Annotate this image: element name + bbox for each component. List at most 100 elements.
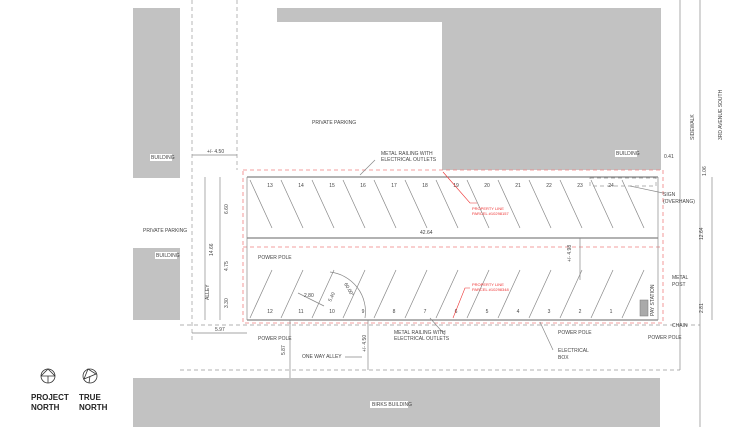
stall-number: 21: [515, 183, 521, 189]
stall-line: [404, 179, 428, 229]
stall-line: [528, 179, 552, 229]
metal-post-label: POST: [672, 282, 686, 288]
property-line: [242, 169, 664, 324]
stall-number: 16: [360, 183, 366, 189]
street-label: 3RD AVENUE SOUTH: [718, 89, 724, 140]
electrical-box-label: ELECTRICAL: [558, 348, 589, 354]
power-pole-label: POWER POLE: [258, 255, 292, 261]
stall-line: [590, 179, 614, 229]
railing-note: ELECTRICAL OUTLETS: [381, 157, 437, 163]
stall-line: [249, 179, 273, 229]
project-north-label: PROJECT: [31, 393, 69, 402]
stall-line: [249, 269, 273, 319]
dimension: 4.75: [224, 261, 230, 271]
building-label: BUILDING: [151, 155, 175, 161]
dimension: 5.40: [327, 291, 337, 303]
stall-number: 17: [391, 183, 397, 189]
pay-station-kiosk: [639, 299, 649, 317]
stall-number: 20: [484, 183, 490, 189]
dimension: 12.64: [699, 227, 705, 240]
dimension: 42.64: [420, 230, 433, 236]
stall-number: 4: [517, 309, 520, 315]
stall-line: [373, 269, 397, 319]
sign-overhang: [589, 177, 657, 187]
dimension: 0.41: [664, 154, 674, 160]
dimension: 1.06: [702, 166, 708, 176]
stall-line: [621, 269, 645, 319]
metal-post-label: METAL: [672, 275, 689, 281]
stall-number: 5: [486, 309, 489, 315]
stall-number: 3: [548, 309, 551, 315]
property-line-label: PARCEL #10298348: [472, 287, 509, 292]
building-left-mid: [133, 248, 180, 320]
birks-building-label: BIRKS BUILDING: [372, 402, 412, 408]
stall-line: [497, 269, 521, 319]
power-pole-label: POWER POLE: [558, 330, 592, 336]
building-right-top: [277, 8, 661, 170]
dimension: 60.00°: [342, 282, 354, 298]
dimension: +/- 4.50: [362, 335, 368, 352]
dimension: +/- 4.98: [567, 245, 573, 262]
stall-line: [280, 179, 304, 229]
stall-number: 15: [329, 183, 335, 189]
stall-line: [466, 269, 490, 319]
stall-line: [497, 179, 521, 229]
stall-number: 1: [610, 309, 613, 315]
stall-line: [342, 179, 366, 229]
stall-line: [435, 269, 459, 319]
pay-station-label: PAY STATION: [650, 284, 656, 316]
stall-number: 22: [546, 183, 552, 189]
stall-line: [621, 179, 645, 229]
stall-line: [311, 179, 335, 229]
dimension: 2.81: [699, 303, 705, 313]
alley-label: ALLEY: [205, 284, 211, 300]
dimension: 5.87: [281, 345, 287, 355]
private-parking-top-label: PRIVATE PARKING: [312, 120, 356, 126]
building-label: BUILDING: [156, 253, 180, 259]
dimension: 5.97: [215, 327, 225, 333]
dimension: 3.30: [224, 298, 230, 308]
sign-label: (OVERHANG): [663, 199, 695, 205]
stall-line: [280, 269, 304, 319]
stall-number: 8: [393, 309, 396, 315]
dimension: 2.80: [304, 293, 314, 299]
true-north-label: TRUE: [79, 393, 101, 402]
railing-note: METAL RAILING WITH: [381, 151, 433, 157]
dimension: 6.60: [224, 204, 230, 214]
stall-number: 7: [424, 309, 427, 315]
stall-number: 11: [298, 309, 303, 315]
sign-label: SIGN: [663, 192, 676, 198]
one-way-alley-label: ONE WAY ALLEY: [302, 354, 342, 360]
stall-line: [311, 269, 335, 319]
stall-line: [590, 269, 614, 319]
chain-label: CHAIN: [672, 323, 688, 329]
stall-number: 10: [329, 309, 335, 315]
building-label: BUILDING: [616, 151, 640, 157]
stall-line: [528, 269, 552, 319]
stall-number: 19: [453, 183, 459, 189]
stall-line: [373, 179, 397, 229]
power-pole-label: POWER POLE: [258, 336, 292, 342]
stall-number: 24: [608, 183, 614, 189]
stall-number: 13: [267, 183, 273, 189]
railing-note: ELECTRICAL OUTLETS: [394, 336, 450, 342]
stall-number: 2: [579, 309, 582, 315]
stall-number: 6: [455, 309, 458, 315]
true-north-label: NORTH: [79, 403, 108, 412]
stall-line: [342, 269, 366, 319]
property-line-label: PARCEL #10298157: [472, 211, 509, 216]
stall-number: 23: [577, 183, 583, 189]
stall-number: 14: [298, 183, 304, 189]
building-left-top: [133, 8, 180, 178]
stall-line: [559, 269, 583, 319]
dimension: +/- 4.50: [207, 149, 224, 155]
electrical-box-label: BOX: [558, 355, 569, 361]
stall-number: 9: [362, 309, 365, 315]
stall-line: [466, 179, 490, 229]
project-north-icon: [40, 368, 56, 384]
stall-line: [559, 179, 583, 229]
stall-line: [404, 269, 428, 319]
power-pole-label: POWER POLE: [648, 335, 682, 341]
railing-note: METAL RAILING WITH: [394, 330, 446, 336]
